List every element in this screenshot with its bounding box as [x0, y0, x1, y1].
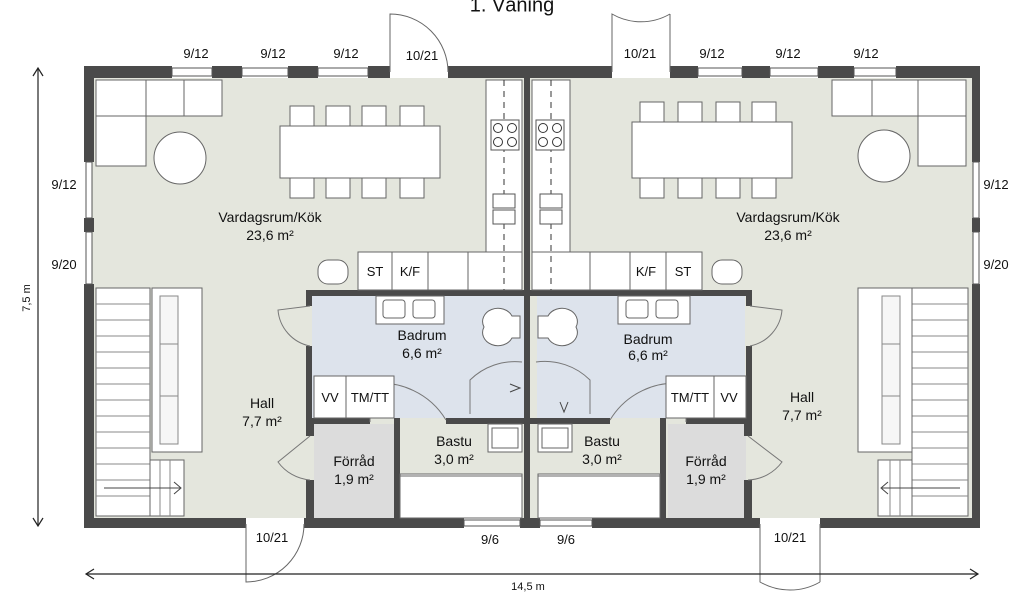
- opening-label-top-right-2: 9/12: [699, 46, 724, 61]
- kitchen-left: [317, 79, 523, 291]
- dimension-width-label: 14,5 m: [511, 581, 545, 593]
- opening-label-right-2: 9/20: [983, 257, 1008, 272]
- room-name-storage-left: Förråd: [333, 453, 374, 469]
- room-name-storage-right: Förråd: [685, 453, 726, 469]
- exterior-walls: [84, 66, 980, 528]
- living-furniture-right: [631, 79, 967, 199]
- dimension-height-label: 7,5 m: [21, 284, 33, 312]
- room-area-bath-right: 6,6 m²: [628, 347, 668, 363]
- room-name-hall-right: Hall: [790, 389, 814, 405]
- fixture-label-right-3: TM/TT: [671, 390, 709, 405]
- bath-fixtures-left: [313, 295, 523, 519]
- room-area-sauna-right: 3,0 m²: [582, 451, 622, 467]
- room-area-storage-left: 1,9 m²: [334, 471, 374, 487]
- opening-label-left-1: 9/12: [51, 177, 76, 192]
- stairs-left: [95, 287, 203, 517]
- room-area-storage-right: 1,9 m²: [686, 471, 726, 487]
- fixture-label-right-2: ST: [675, 264, 692, 279]
- exterior-doors: [245, 13, 821, 591]
- fixture-label-right-4: VV: [720, 390, 738, 405]
- opening-label-right-1: 9/12: [983, 177, 1008, 192]
- room-name-hall-left: Hall: [250, 395, 274, 411]
- opening-label-top-left-1: 9/12: [183, 46, 208, 61]
- room-name-bath-left: Badrum: [397, 327, 446, 343]
- opening-label-top-left-4: 10/21: [406, 48, 439, 63]
- opening-label-top-right-3: 9/12: [775, 46, 800, 61]
- fixture-label-right-1: K/F: [636, 264, 656, 279]
- fixture-label-left-3: VV: [321, 390, 339, 405]
- room-area-hall-left: 7,7 m²: [242, 413, 282, 429]
- floor-title: 1. Våning: [470, 0, 555, 16]
- fixture-label-left-2: K/F: [400, 264, 420, 279]
- room-area-hall-right: 7,7 m²: [782, 407, 822, 423]
- interior-walls: [306, 78, 752, 520]
- kitchen-right: [531, 79, 743, 291]
- stairs-right: [857, 287, 969, 517]
- windows: [85, 67, 980, 527]
- storage-floor-left: [314, 424, 396, 518]
- storage-floor-right: [668, 424, 746, 518]
- opening-label-left-2: 9/20: [51, 257, 76, 272]
- room-name-living-left: Vardagsrum/Kök: [218, 209, 322, 225]
- room-name-bath-right: Badrum: [623, 331, 672, 347]
- opening-label-bottom-3: 9/6: [557, 532, 575, 547]
- bath-fixtures-right: [537, 295, 747, 519]
- drain-icons: [509, 383, 569, 414]
- fixture-label-left-1: ST: [367, 264, 384, 279]
- opening-label-top-left-3: 9/12: [333, 46, 358, 61]
- opening-label-top-left-2: 9/12: [260, 46, 285, 61]
- room-name-living-right: Vardagsrum/Kök: [736, 209, 840, 225]
- room-name-sauna-right: Bastu: [584, 433, 620, 449]
- room-area-bath-left: 6,6 m²: [402, 345, 442, 361]
- opening-label-bottom-4: 10/21: [774, 530, 807, 545]
- opening-label-top-right-1: 10/21: [624, 46, 657, 61]
- room-area-living-right: 23,6 m²: [764, 227, 812, 243]
- living-furniture-left: [95, 79, 441, 199]
- opening-label-bottom-1: 10/21: [256, 530, 289, 545]
- dimension-lines: [32, 66, 980, 580]
- room-area-sauna-left: 3,0 m²: [434, 451, 474, 467]
- opening-label-top-right-4: 9/12: [853, 46, 878, 61]
- fixture-label-left-4: TM/TT: [351, 390, 389, 405]
- room-name-sauna-left: Bastu: [436, 433, 472, 449]
- opening-label-bottom-2: 9/6: [481, 532, 499, 547]
- room-area-living-left: 23,6 m²: [246, 227, 294, 243]
